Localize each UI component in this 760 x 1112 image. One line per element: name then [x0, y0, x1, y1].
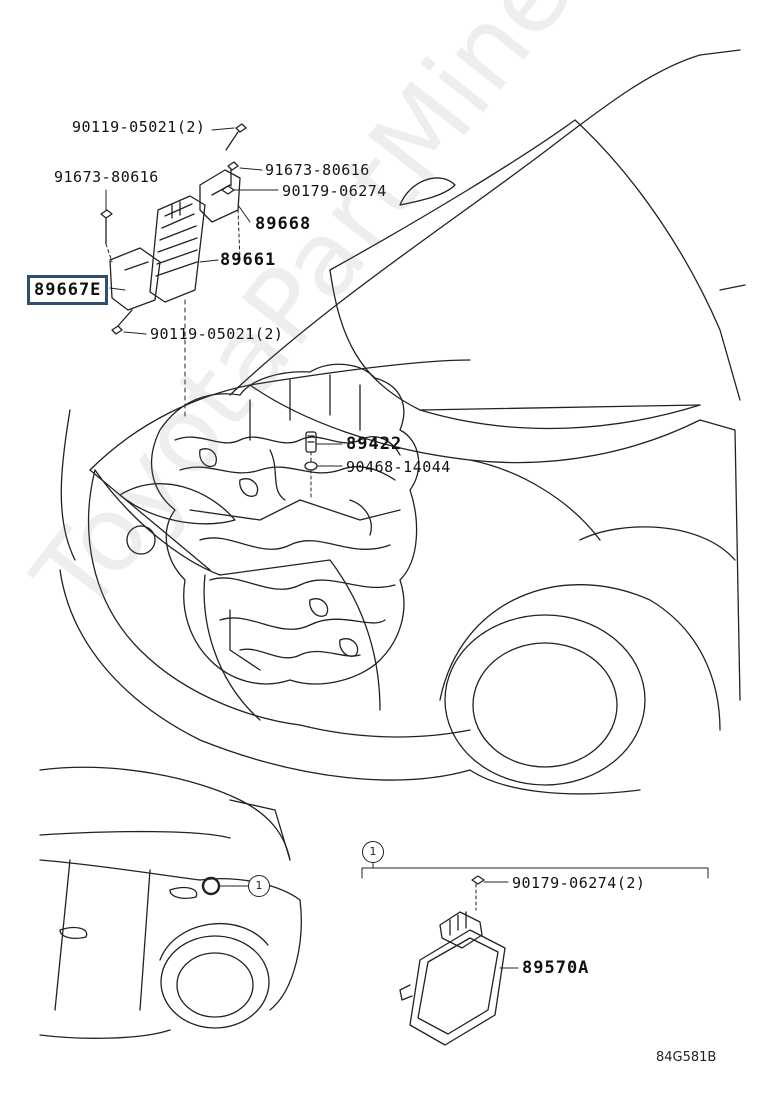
part-label-bolt-bottom[interactable]: 90119-05021(2)	[150, 325, 284, 343]
part-label-89667e-highlighted[interactable]: 89667E	[27, 275, 109, 305]
part-label-bolt-right[interactable]: 91673-80616	[265, 161, 370, 179]
engine-block	[150, 363, 420, 685]
part-label-bolt-top[interactable]: 90119-05021(2)	[72, 118, 206, 136]
car-front-outline	[59, 49, 746, 795]
part-label-sensor[interactable]: 89422	[346, 434, 403, 454]
part-label-nut-right[interactable]: 90179-06274	[282, 182, 387, 200]
part-label-ecu[interactable]: 89661	[220, 250, 277, 270]
sensor-assembly	[304, 431, 343, 501]
inset-module	[361, 861, 709, 1046]
ecu-assembly	[100, 123, 279, 421]
car-rear-outline	[39, 766, 302, 1039]
part-label-bracket[interactable]: 89668	[255, 214, 312, 234]
part-label-inset-module[interactable]: 89570A	[522, 958, 590, 978]
part-label-gasket[interactable]: 90468-14044	[346, 458, 451, 476]
callout-inset-header: 1	[362, 841, 384, 863]
callout-car-rear: 1	[248, 875, 270, 897]
part-label-bolt-left[interactable]: 91673-80616	[54, 168, 159, 186]
diagram-code: 84G581B	[656, 1050, 717, 1065]
part-label-inset-nut[interactable]: 90179-06274(2)	[512, 874, 646, 892]
